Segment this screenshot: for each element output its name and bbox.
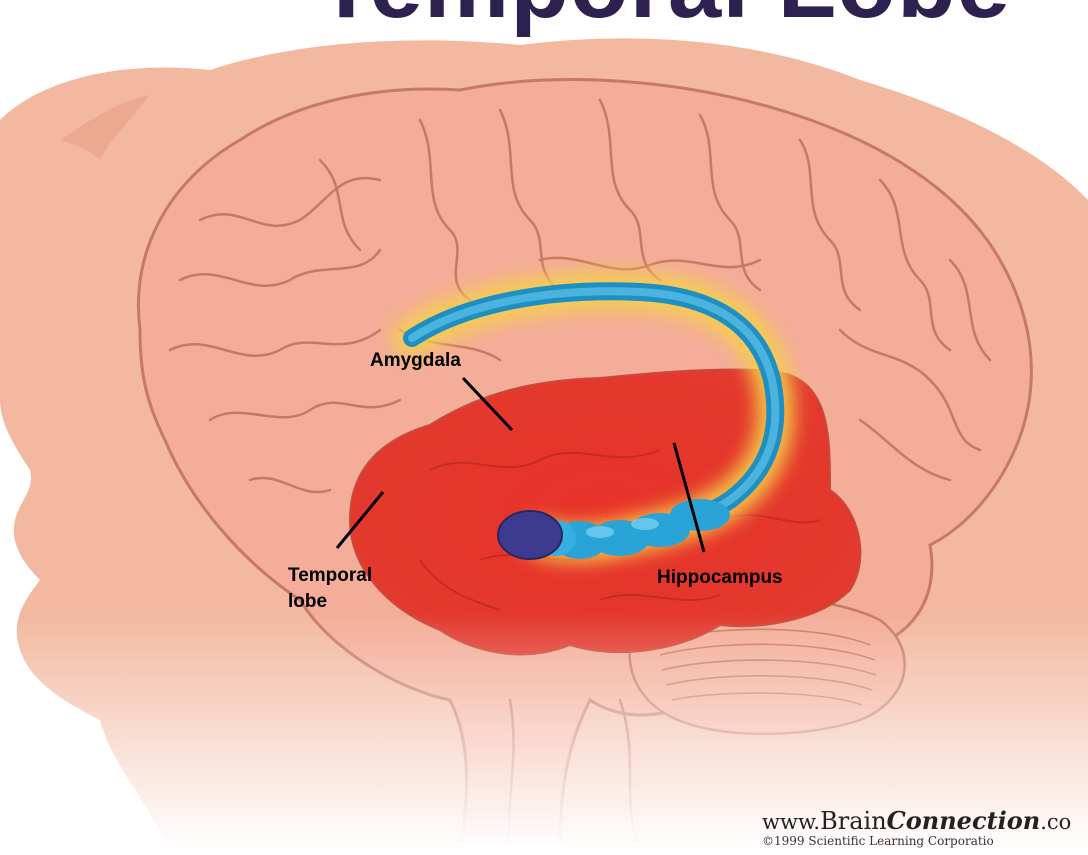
temporal-lobe-label-line1: Temporal — [288, 564, 372, 588]
credit-url-suffix: .co — [1040, 810, 1071, 834]
credit-url: www.BrainConnection.co — [762, 806, 1071, 835]
credit-url-connection: Connection — [887, 806, 1041, 835]
credit-url-prefix: www. — [762, 810, 820, 834]
credit-url-brand: Brain — [820, 807, 887, 835]
hippocampus-label: Hippocampus — [657, 566, 783, 590]
amygdala-label: Amygdala — [370, 349, 461, 373]
page-title: Temporal Lobe — [0, 0, 1088, 40]
temporal-lobe-label-line2: lobe — [288, 590, 327, 614]
copyright-notice: ©1999 Scientific Learning Corporatio — [762, 834, 994, 848]
